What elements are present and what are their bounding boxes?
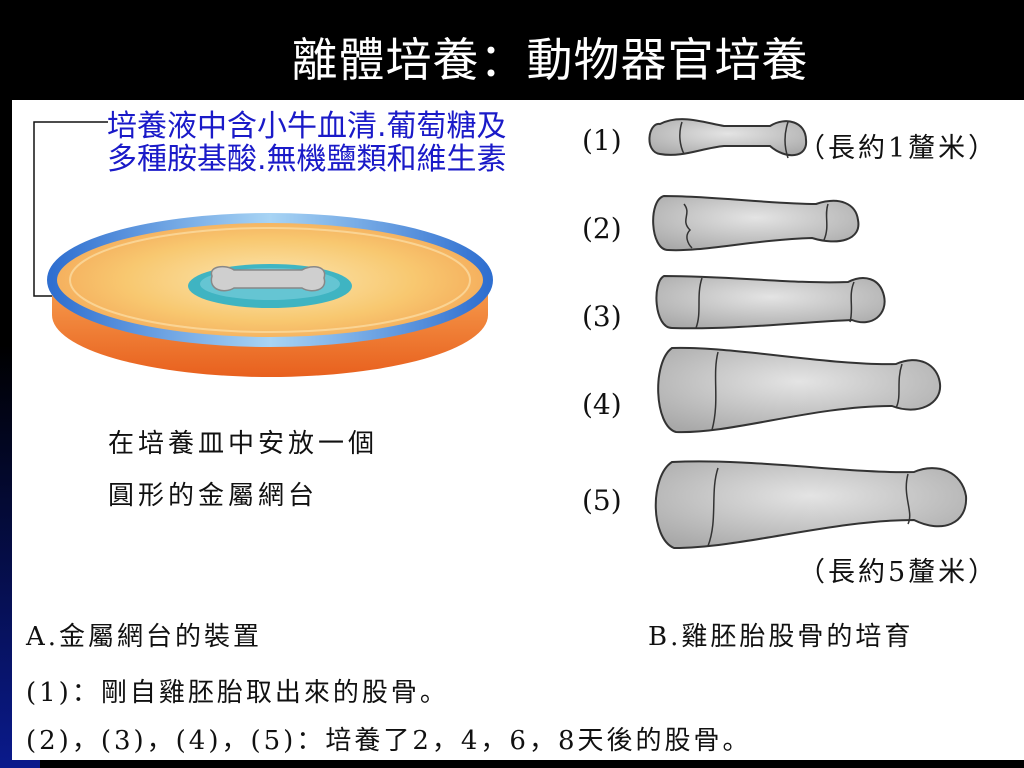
femur-stages <box>648 118 968 550</box>
size-note-bottom: （長約5釐米） <box>798 557 999 588</box>
slide-title: 離體培養：動物器官培養 <box>291 33 809 87</box>
femur-on-grid <box>210 265 326 292</box>
note-2: (2)，(3)，(4)，(5)：培養了2，4，6，8天後的股骨。 <box>26 726 752 756</box>
femur-5 <box>654 460 968 550</box>
stage-label-4: (4) <box>582 388 622 421</box>
stage-label-2: (2) <box>582 212 622 245</box>
stage-label-3: (3) <box>582 300 622 333</box>
dish-caption-line-2: 圓形的金屬網台 <box>108 481 319 511</box>
size-note-top: （長約1釐米） <box>798 133 999 164</box>
dish-caption-line-1: 在培養皿中安放一個 <box>108 429 379 459</box>
dish-caption: 在培養皿中安放一個 圓形的金屬網台 <box>108 418 378 522</box>
femur-4 <box>657 346 942 434</box>
culture-medium-text: 培養液中含小牛血清.葡萄糖及多種胺基酸.無機鹽類和維生素 <box>107 109 507 177</box>
femur-2 <box>652 194 860 252</box>
femur-1 <box>648 118 808 156</box>
stage-label-1: (1) <box>582 124 622 157</box>
petri-dish <box>47 213 493 377</box>
label-b: B.雞胚胎股骨的培育 <box>648 622 914 652</box>
stage-label-5: (5) <box>582 484 622 517</box>
note-1: (1)：剛自雞胚胎取出來的股骨。 <box>26 678 449 708</box>
femur-3 <box>655 274 886 330</box>
label-a: A.金屬網台的裝置 <box>26 622 263 652</box>
figure-panel: 培養液中含小牛血清.葡萄糖及多種胺基酸.無機鹽類和維生素 在培養皿中安放一個 圓… <box>12 100 1024 760</box>
figure-drawing <box>33 118 968 550</box>
